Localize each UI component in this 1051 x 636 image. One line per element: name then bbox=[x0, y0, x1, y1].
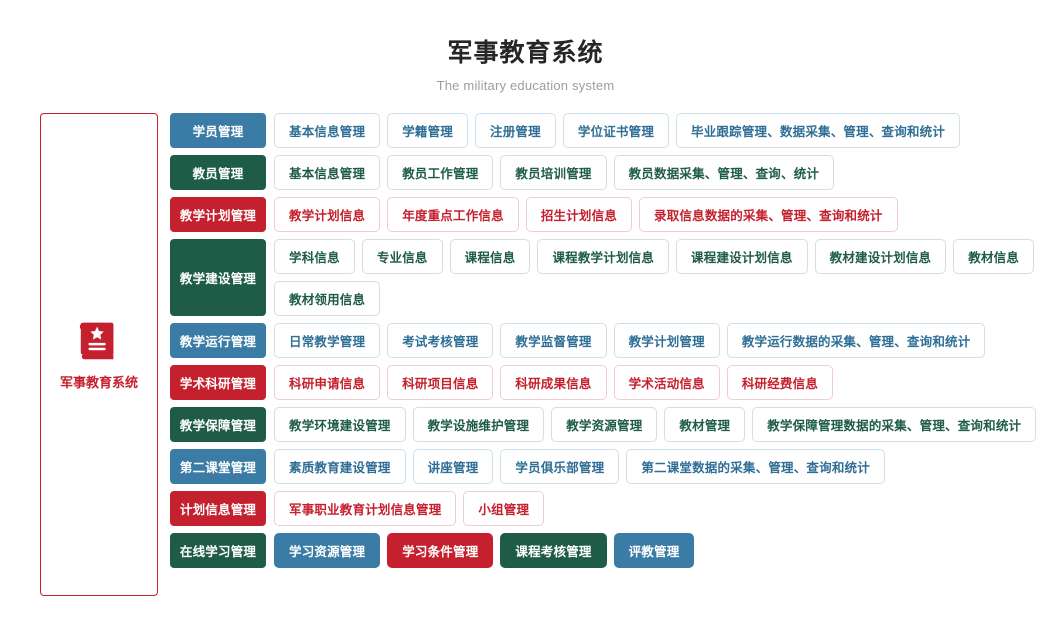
item-chip[interactable]: 学习资源管理 bbox=[274, 533, 381, 568]
item-chip[interactable]: 素质教育建设管理 bbox=[274, 449, 406, 484]
item-chip[interactable]: 注册管理 bbox=[475, 113, 556, 148]
item-chip[interactable]: 评教管理 bbox=[613, 533, 695, 568]
item-chip[interactable]: 学习条件管理 bbox=[387, 533, 494, 568]
root-node-label: 军事教育系统 bbox=[59, 375, 138, 390]
item-chip[interactable]: 录取信息数据的采集、管理、查询和统计 bbox=[639, 197, 898, 232]
item-chip[interactable]: 教材管理 bbox=[664, 407, 746, 442]
item-chip[interactable]: 教学计划管理 bbox=[613, 323, 720, 358]
page-subtitle: The military education system bbox=[436, 78, 615, 93]
item-chip[interactable]: 教学监督管理 bbox=[500, 323, 607, 358]
category-label[interactable]: 教学保障管理 bbox=[170, 407, 266, 442]
item-chip[interactable]: 教学运行数据的采集、管理、查询和统计 bbox=[726, 323, 986, 358]
diagram-body: 军事教育系统 学员管理基本信息管理学籍管理注册管理学位证书管理毕业跟踪管理、数据… bbox=[0, 93, 1051, 596]
item-chip[interactable]: 日常教学管理 bbox=[274, 323, 381, 358]
item-chip[interactable]: 教材领用信息 bbox=[274, 281, 381, 316]
item-chip[interactable]: 教材建设计划信息 bbox=[814, 239, 947, 274]
item-chip[interactable]: 学科信息 bbox=[274, 239, 355, 274]
item-chip[interactable]: 招生计划信息 bbox=[525, 197, 633, 232]
item-chip[interactable]: 教学环境建设管理 bbox=[274, 407, 406, 442]
item-chip[interactable]: 学位证书管理 bbox=[562, 113, 670, 148]
category-items: 素质教育建设管理讲座管理学员俱乐部管理第二课堂数据的采集、管理、查询和统计 bbox=[274, 449, 885, 484]
category-items: 学习资源管理学习条件管理课程考核管理评教管理 bbox=[274, 533, 695, 568]
category-label[interactable]: 学术科研管理 bbox=[170, 365, 266, 400]
category-items: 军事职业教育计划信息管理小组管理 bbox=[274, 491, 545, 526]
page-title: 军事教育系统 bbox=[447, 39, 604, 67]
category-items: 教学环境建设管理教学设施维护管理教学资源管理教材管理教学保障管理数据的采集、管理… bbox=[274, 407, 1037, 442]
item-chip[interactable]: 学籍管理 bbox=[387, 113, 469, 148]
item-chip[interactable]: 教员工作管理 bbox=[387, 155, 494, 190]
item-chip[interactable]: 专业信息 bbox=[361, 239, 443, 274]
item-chip[interactable]: 课程考核管理 bbox=[500, 533, 607, 568]
category-label[interactable]: 教员管理 bbox=[170, 155, 266, 190]
item-chip[interactable]: 年度重点工作信息 bbox=[387, 197, 519, 232]
item-chip[interactable]: 科研经费信息 bbox=[726, 365, 834, 400]
item-chip[interactable]: 基本信息管理 bbox=[274, 113, 381, 148]
item-chip[interactable]: 课程教学计划信息 bbox=[537, 239, 670, 274]
category-row: 在线学习管理学习资源管理学习条件管理课程考核管理评教管理 bbox=[170, 533, 1051, 568]
category-items: 日常教学管理考试考核管理教学监督管理教学计划管理教学运行数据的采集、管理、查询和… bbox=[274, 323, 986, 358]
item-chip[interactable]: 科研申请信息 bbox=[274, 365, 381, 400]
book-star-icon bbox=[76, 318, 122, 364]
category-row: 计划信息管理军事职业教育计划信息管理小组管理 bbox=[170, 491, 1051, 526]
category-row: 第二课堂管理素质教育建设管理讲座管理学员俱乐部管理第二课堂数据的采集、管理、查询… bbox=[170, 449, 1051, 484]
category-items: 基本信息管理学籍管理注册管理学位证书管理毕业跟踪管理、数据采集、管理、查询和统计 bbox=[274, 113, 961, 148]
item-chip[interactable]: 小组管理 bbox=[463, 491, 545, 526]
item-chip[interactable]: 科研成果信息 bbox=[500, 365, 607, 400]
category-items: 教学计划信息年度重点工作信息招生计划信息录取信息数据的采集、管理、查询和统计 bbox=[274, 197, 898, 232]
item-chip[interactable]: 军事职业教育计划信息管理 bbox=[274, 491, 457, 526]
category-row: 教学计划管理教学计划信息年度重点工作信息招生计划信息录取信息数据的采集、管理、查… bbox=[170, 197, 1051, 232]
root-node[interactable]: 军事教育系统 bbox=[40, 113, 158, 596]
item-chip[interactable]: 教学设施维护管理 bbox=[412, 407, 545, 442]
category-label[interactable]: 教学建设管理 bbox=[170, 239, 266, 316]
category-row: 学术科研管理科研申请信息科研项目信息科研成果信息学术活动信息科研经费信息 bbox=[170, 365, 1051, 400]
item-chip[interactable]: 教员培训管理 bbox=[500, 155, 607, 190]
category-row: 教学建设管理学科信息专业信息课程信息课程教学计划信息课程建设计划信息教材建设计划… bbox=[170, 239, 1051, 316]
category-label[interactable]: 第二课堂管理 bbox=[170, 449, 266, 484]
category-label[interactable]: 计划信息管理 bbox=[170, 491, 266, 526]
item-chip[interactable]: 教学保障管理数据的采集、管理、查询和统计 bbox=[752, 407, 1037, 442]
page-header: 军事教育系统 The military education system bbox=[0, 0, 1051, 93]
item-chip[interactable]: 课程建设计划信息 bbox=[676, 239, 808, 274]
category-items: 科研申请信息科研项目信息科研成果信息学术活动信息科研经费信息 bbox=[274, 365, 834, 400]
item-chip[interactable]: 课程信息 bbox=[449, 239, 531, 274]
item-chip[interactable]: 教员数据采集、管理、查询、统计 bbox=[613, 155, 835, 190]
category-rows: 学员管理基本信息管理学籍管理注册管理学位证书管理毕业跟踪管理、数据采集、管理、查… bbox=[158, 113, 1051, 596]
category-label[interactable]: 学员管理 bbox=[170, 113, 266, 148]
category-row: 教学保障管理教学环境建设管理教学设施维护管理教学资源管理教材管理教学保障管理数据… bbox=[170, 407, 1051, 442]
category-label[interactable]: 教学运行管理 bbox=[170, 323, 266, 358]
category-row: 教员管理基本信息管理教员工作管理教员培训管理教员数据采集、管理、查询、统计 bbox=[170, 155, 1051, 190]
item-chip[interactable]: 教学计划信息 bbox=[274, 197, 381, 232]
item-chip[interactable]: 学员俱乐部管理 bbox=[500, 449, 620, 484]
item-chip[interactable]: 讲座管理 bbox=[412, 449, 494, 484]
category-row: 学员管理基本信息管理学籍管理注册管理学位证书管理毕业跟踪管理、数据采集、管理、查… bbox=[170, 113, 1051, 148]
category-items: 学科信息专业信息课程信息课程教学计划信息课程建设计划信息教材建设计划信息教材信息… bbox=[274, 239, 1051, 316]
item-chip[interactable]: 教材信息 bbox=[953, 239, 1035, 274]
item-chip[interactable]: 教学资源管理 bbox=[551, 407, 658, 442]
item-chip[interactable]: 基本信息管理 bbox=[274, 155, 381, 190]
item-chip[interactable]: 第二课堂数据的采集、管理、查询和统计 bbox=[626, 449, 885, 484]
item-chip[interactable]: 科研项目信息 bbox=[387, 365, 494, 400]
item-chip[interactable]: 学术活动信息 bbox=[613, 365, 720, 400]
category-items: 基本信息管理教员工作管理教员培训管理教员数据采集、管理、查询、统计 bbox=[274, 155, 835, 190]
item-chip[interactable]: 毕业跟踪管理、数据采集、管理、查询和统计 bbox=[676, 113, 961, 148]
category-label[interactable]: 在线学习管理 bbox=[170, 533, 266, 568]
item-chip[interactable]: 考试考核管理 bbox=[387, 323, 494, 358]
category-label[interactable]: 教学计划管理 bbox=[170, 197, 266, 232]
category-row: 教学运行管理日常教学管理考试考核管理教学监督管理教学计划管理教学运行数据的采集、… bbox=[170, 323, 1051, 358]
